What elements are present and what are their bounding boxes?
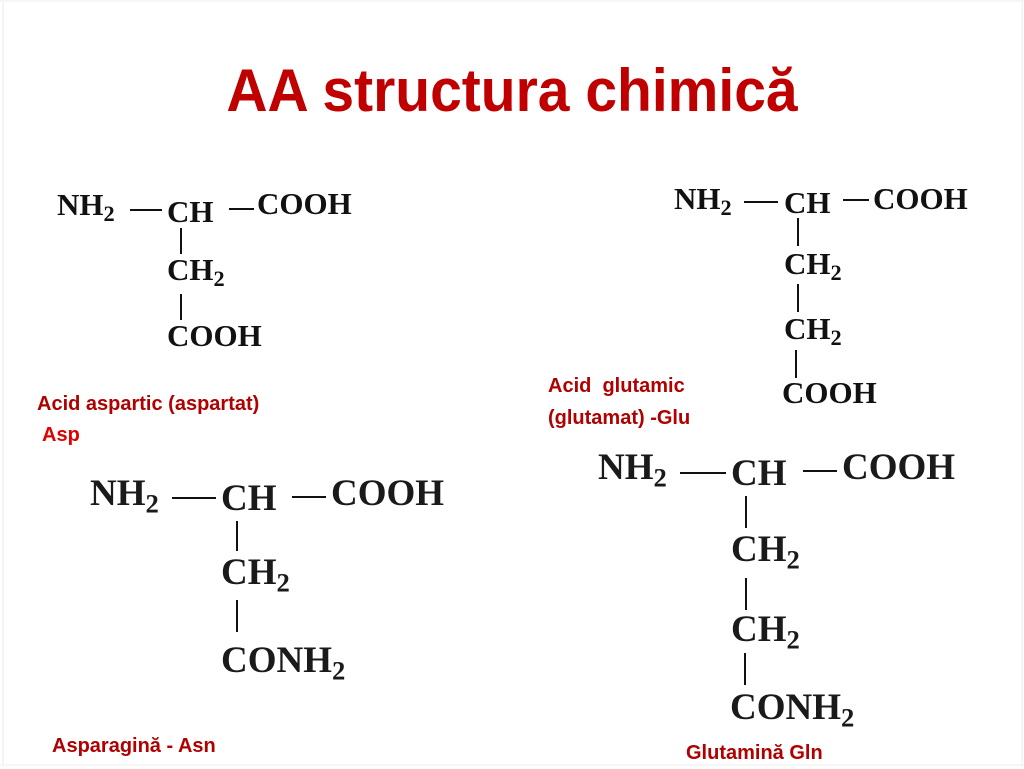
side-chain-subscript: 2	[786, 624, 800, 655]
bond-side-2-3	[744, 653, 746, 685]
slide-border-left	[2, 0, 4, 767]
side-chain-subscript: 2	[841, 702, 855, 733]
side-chain-text: CH	[731, 609, 787, 650]
bond-amine-alpha	[680, 472, 726, 474]
side-chain-group-1: CH2	[221, 552, 290, 596]
label-glutamine: Glutamină Gln	[686, 742, 823, 764]
side-chain-text: CONH	[730, 687, 841, 728]
side-chain-subscript: 2	[830, 325, 842, 351]
bond-alpha-side	[180, 228, 182, 254]
bond-alpha-carboxyl	[803, 470, 837, 472]
side-chain-text: CONH	[221, 640, 332, 681]
side-chain-group-3: CONH2	[730, 687, 854, 731]
bond-amine-alpha	[744, 201, 778, 203]
side-chain-group-1: CH2	[167, 252, 225, 290]
side-chain-group-2: CONH2	[221, 640, 345, 684]
bond-side-2-3	[795, 350, 797, 378]
alpha-carbon: CH	[167, 194, 214, 229]
side-chain-subscript: 2	[830, 260, 842, 286]
amine-text: NH	[57, 187, 104, 222]
amine-text: NH	[674, 181, 721, 216]
amine-group: NH2	[90, 473, 159, 517]
bond-alpha-side	[797, 218, 799, 246]
label-aspartic-acid-abbrev: Asp	[42, 424, 80, 446]
side-chain-subscript: 2	[276, 567, 290, 598]
bond-alpha-side	[236, 521, 238, 551]
side-chain-group-1: CH2	[731, 529, 800, 573]
amine-group: NH2	[57, 187, 115, 225]
slide-title: AA structura chimică	[226, 57, 798, 124]
side-chain-subscript: 2	[213, 266, 225, 292]
side-chain-group-2: COOH	[167, 318, 262, 353]
side-chain-group-2: CH2	[731, 609, 800, 653]
alpha-carbon: CH	[784, 185, 831, 220]
side-chain-text: CH	[731, 529, 787, 570]
slide-border-top	[0, 0, 1024, 2]
carboxyl-group: COOH	[842, 447, 956, 488]
carboxyl-group: COOH	[331, 473, 445, 514]
slide-border-bottom	[0, 764, 1024, 766]
label-glutamic-acid-abbrev: (glutamat) -Glu	[548, 407, 691, 429]
bond-alpha-carboxyl	[843, 199, 869, 201]
slide-border-right	[1021, 0, 1023, 767]
label-glutamic-acid: Acid glutamic	[548, 370, 685, 402]
side-chain-text: CH	[221, 552, 277, 593]
side-chain-text: CH	[784, 246, 831, 281]
bond-amine-alpha	[130, 209, 162, 211]
amine-group: NH2	[674, 181, 732, 219]
bond-side-1-2	[797, 284, 799, 312]
label-line-1: Acid glutamic	[548, 375, 685, 397]
alpha-carbon: CH	[221, 478, 277, 519]
amine-subscript: 2	[653, 462, 667, 493]
bond-alpha-carboxyl	[229, 208, 254, 210]
side-chain-text: CH	[167, 252, 214, 287]
label-asparagine: Asparagină - Asn	[52, 735, 216, 757]
carboxyl-group: COOH	[257, 186, 352, 221]
amine-subscript: 2	[145, 488, 159, 519]
bond-amine-alpha	[172, 497, 216, 499]
side-chain-subscript: 2	[332, 655, 346, 686]
alpha-carbon: CH	[731, 453, 787, 494]
amine-text: NH	[598, 447, 654, 488]
amine-subscript: 2	[103, 201, 115, 227]
side-chain-text: CH	[784, 311, 831, 346]
side-chain-group-3: COOH	[782, 375, 877, 410]
side-chain-subscript: 2	[786, 544, 800, 575]
amine-text: NH	[90, 473, 146, 514]
label-aspartic-acid: Acid aspartic (aspartat)	[37, 393, 260, 415]
amine-group: NH2	[598, 447, 667, 491]
bond-side-1-2	[745, 578, 747, 610]
bond-side-1-2	[236, 600, 238, 632]
bond-alpha-side	[745, 496, 747, 528]
side-chain-group-2: CH2	[784, 311, 842, 349]
carboxyl-group: COOH	[873, 181, 968, 216]
side-chain-group-1: CH2	[784, 246, 842, 284]
bond-side-1-2	[180, 294, 182, 320]
bond-alpha-carboxyl	[292, 496, 326, 498]
amine-subscript: 2	[720, 195, 732, 221]
